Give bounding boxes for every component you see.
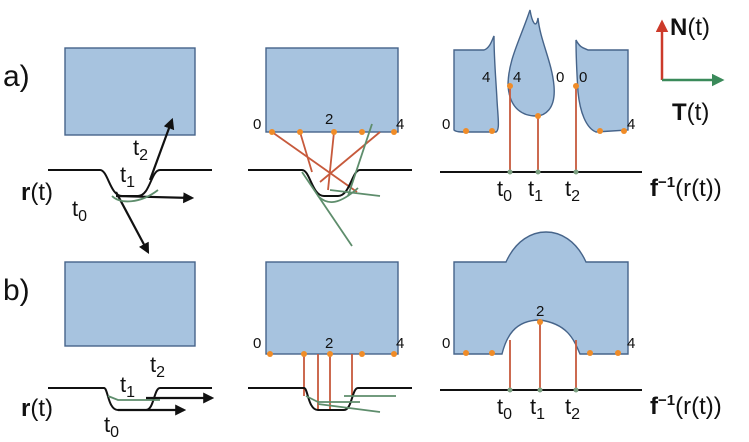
row-b-col-3: 0 2 4 t0 t1 t2 f−1(r(t)) (440, 231, 722, 423)
normal-label: N(t) (670, 14, 710, 41)
warped-right (575, 39, 629, 133)
warped-left (453, 35, 500, 133)
tick-0: 0 (442, 335, 450, 352)
tangent-label: T(t) (672, 99, 709, 126)
tangent-arrow-t0 (115, 192, 195, 204)
frame-axes: N(t) T(t) (655, 14, 725, 126)
row-a-col-1: r(t) t0 t1 t2 (21, 47, 212, 254)
curve-label: r(t) (21, 179, 53, 206)
inverse-label: f−1(r(t)) (650, 174, 722, 202)
source-block (64, 261, 196, 347)
row-b-col-1: r(t) t0 t1 t2 (21, 261, 215, 441)
tick-0: 0 (253, 116, 261, 133)
panel-label-b: b) (3, 274, 30, 307)
time-label-t0: t0 (72, 196, 87, 225)
tick-0: 0 (442, 116, 450, 133)
tick-4: 4 (482, 69, 490, 86)
tick-4: 4 (513, 69, 521, 86)
tick-4: 4 (627, 116, 635, 133)
normal-arrow-t0 (115, 191, 150, 254)
time-label-t2: t2 (150, 352, 165, 381)
time-label-t0: t0 (497, 176, 512, 205)
tick-2: 2 (325, 111, 333, 128)
time-label-t1: t1 (530, 394, 545, 423)
mapped-block (265, 261, 399, 355)
row-a-col-3: 0 4 4 0 0 4 t0 t1 t2 f−1(r(t)) (440, 9, 722, 205)
source-block (64, 47, 196, 136)
inverse-label: f−1(r(t)) (650, 392, 722, 420)
tick-0: 0 (556, 69, 564, 86)
tick-0: 0 (579, 69, 587, 86)
time-label-t2: t2 (133, 135, 148, 164)
warped-block-arch (453, 231, 629, 355)
tick-4: 4 (627, 335, 635, 352)
time-label-t2: t2 (565, 176, 580, 205)
tangent-arrow-t2 (148, 117, 175, 181)
warped-center (507, 9, 555, 117)
tick-4: 4 (396, 335, 404, 352)
green-offset (111, 189, 159, 203)
time-label-t0: t0 (104, 412, 119, 441)
time-label-t1: t1 (120, 162, 135, 191)
panel-label-a: a) (3, 60, 30, 93)
row-a-col-2: 0 2 4 (248, 47, 412, 247)
time-label-t0: t0 (497, 394, 512, 423)
time-label-t1: t1 (120, 372, 135, 401)
time-label-t1: t1 (528, 176, 543, 205)
curve-r-copy (248, 387, 412, 411)
tick-0: 0 (253, 335, 261, 352)
curve-label: r(t) (21, 395, 53, 422)
time-label-t2: t2 (565, 394, 580, 423)
tick-2: 2 (325, 335, 333, 352)
row-b-col-2: 0 2 4 (248, 261, 412, 413)
tick-4: 4 (396, 116, 404, 133)
tick-2: 2 (536, 303, 544, 320)
